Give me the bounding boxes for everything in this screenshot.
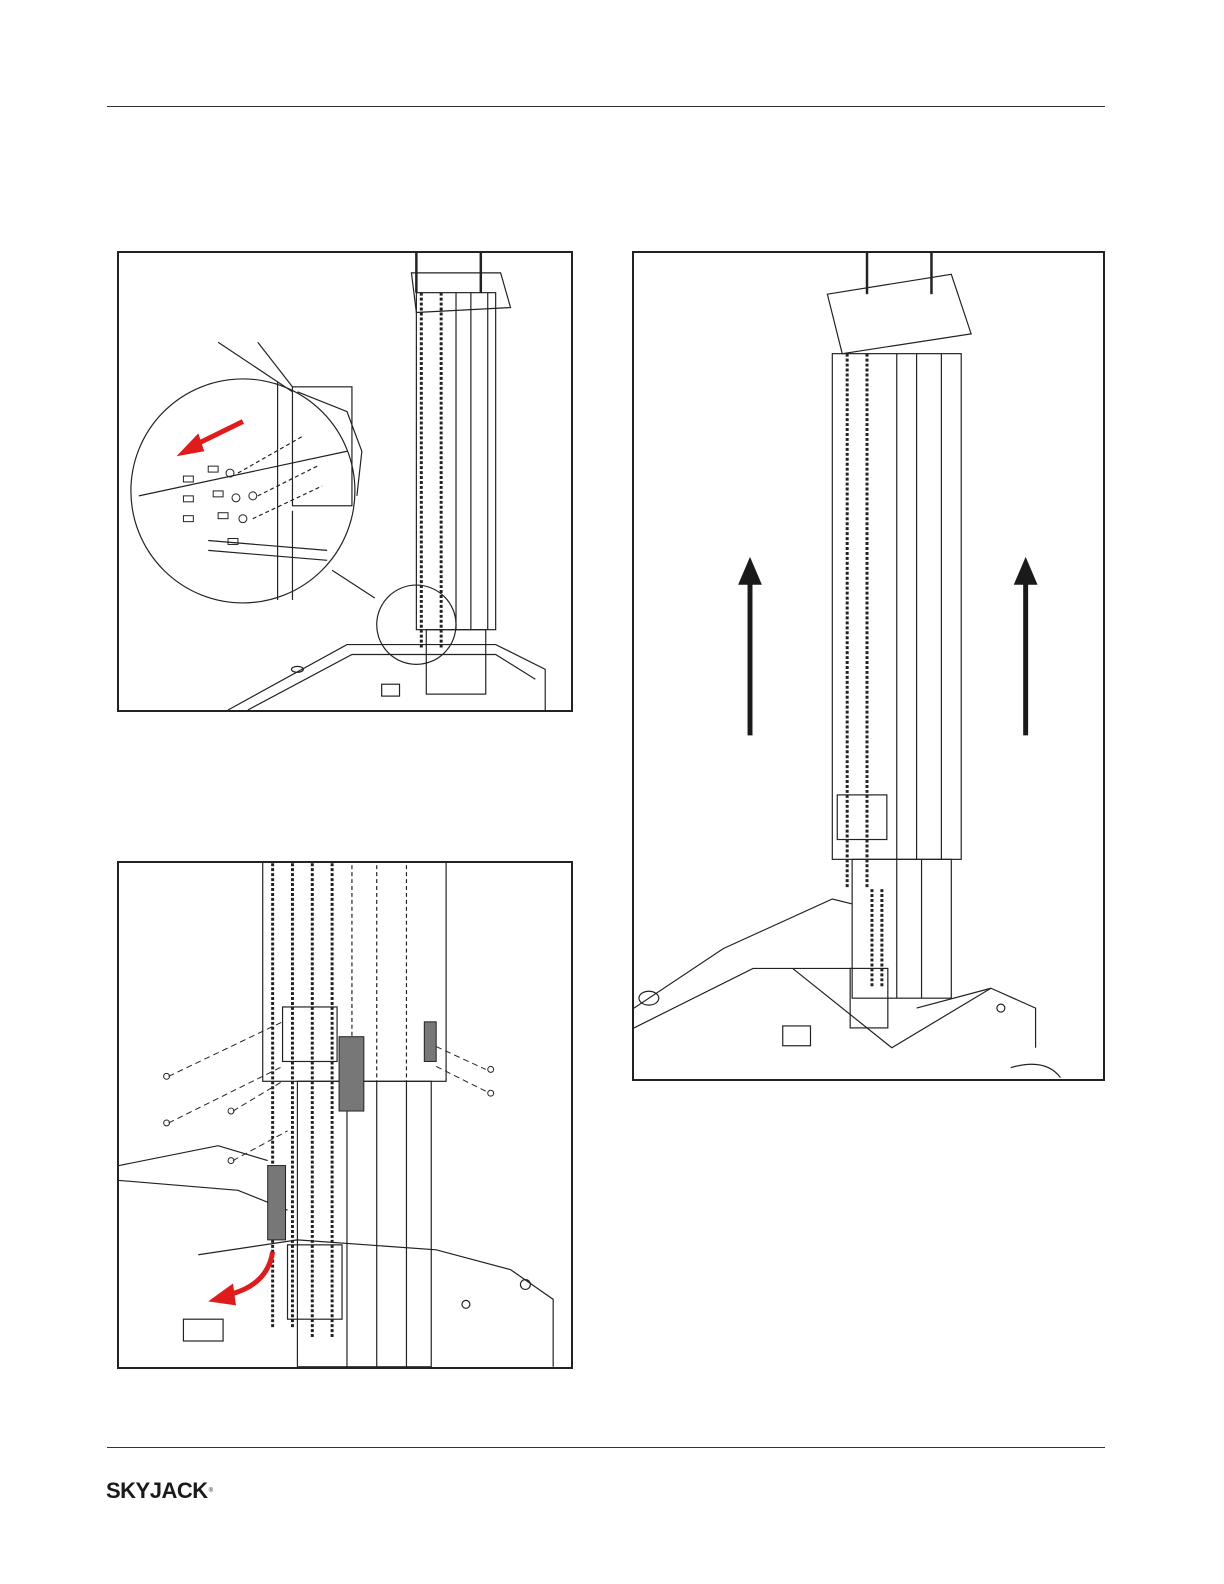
red-arrow-left-icon [176, 422, 242, 457]
red-arrow-curved-icon [208, 1252, 272, 1306]
logo-registered-mark: ® [209, 1488, 213, 1494]
figure-bolt-removal [117, 251, 573, 712]
illustration-bolt-removal [119, 253, 571, 710]
footer-rule [107, 1447, 1105, 1448]
header-rule [107, 106, 1105, 107]
logo-text: SKYJACK [106, 1478, 208, 1504]
up-arrow-right-icon [1014, 557, 1038, 735]
skyjack-logo: SKYJACK ® [106, 1478, 213, 1504]
figure-chain-bracket [117, 861, 573, 1369]
figure-mast-lift [632, 251, 1105, 1081]
up-arrow-left-icon [738, 557, 762, 735]
illustration-mast-lift [634, 253, 1103, 1079]
illustration-chain-bracket [119, 863, 571, 1367]
